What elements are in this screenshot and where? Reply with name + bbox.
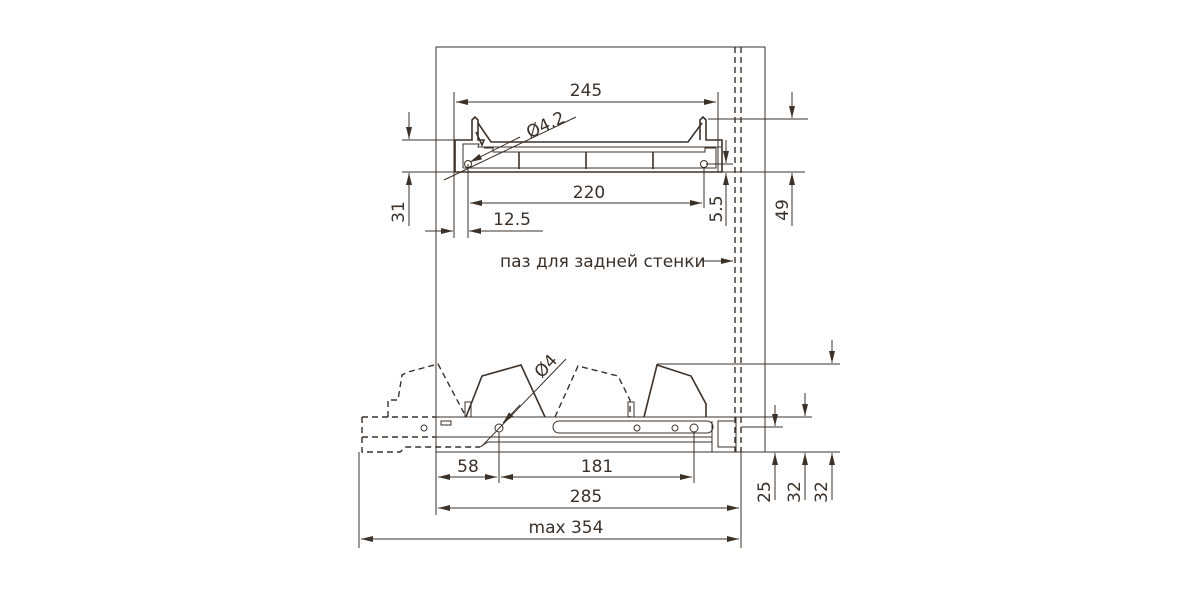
runner-assembly <box>361 363 737 453</box>
top-basket-dimensions: 245 220 12.5 31 Ø4.2 5.5 49 <box>389 81 808 238</box>
dim-d4-2: Ø4.2 <box>523 108 568 143</box>
dim-12-5: 12.5 <box>493 210 531 230</box>
back-groove-label: паз для задней стенки <box>500 252 706 272</box>
dim-5-5: 5.5 <box>707 195 727 222</box>
dim-181: 181 <box>581 457 613 477</box>
dim-d4: Ø4 <box>531 351 562 382</box>
dim-32-b: 32 <box>812 481 832 503</box>
dim-245: 245 <box>570 81 602 101</box>
dim-25: 25 <box>755 481 775 503</box>
runner-dimensions: Ø4 58 181 285 max 354 25 32 32 <box>358 340 840 548</box>
top-basket-profile <box>454 115 723 173</box>
dim-49: 49 <box>773 199 793 221</box>
cabinet-side-panel <box>435 46 766 453</box>
dim-220: 220 <box>573 183 605 203</box>
dim-max-354: max 354 <box>529 518 604 538</box>
dim-32-a: 32 <box>785 481 805 503</box>
dim-31: 31 <box>389 201 409 223</box>
dim-285: 285 <box>570 487 602 507</box>
dim-58: 58 <box>457 457 479 477</box>
